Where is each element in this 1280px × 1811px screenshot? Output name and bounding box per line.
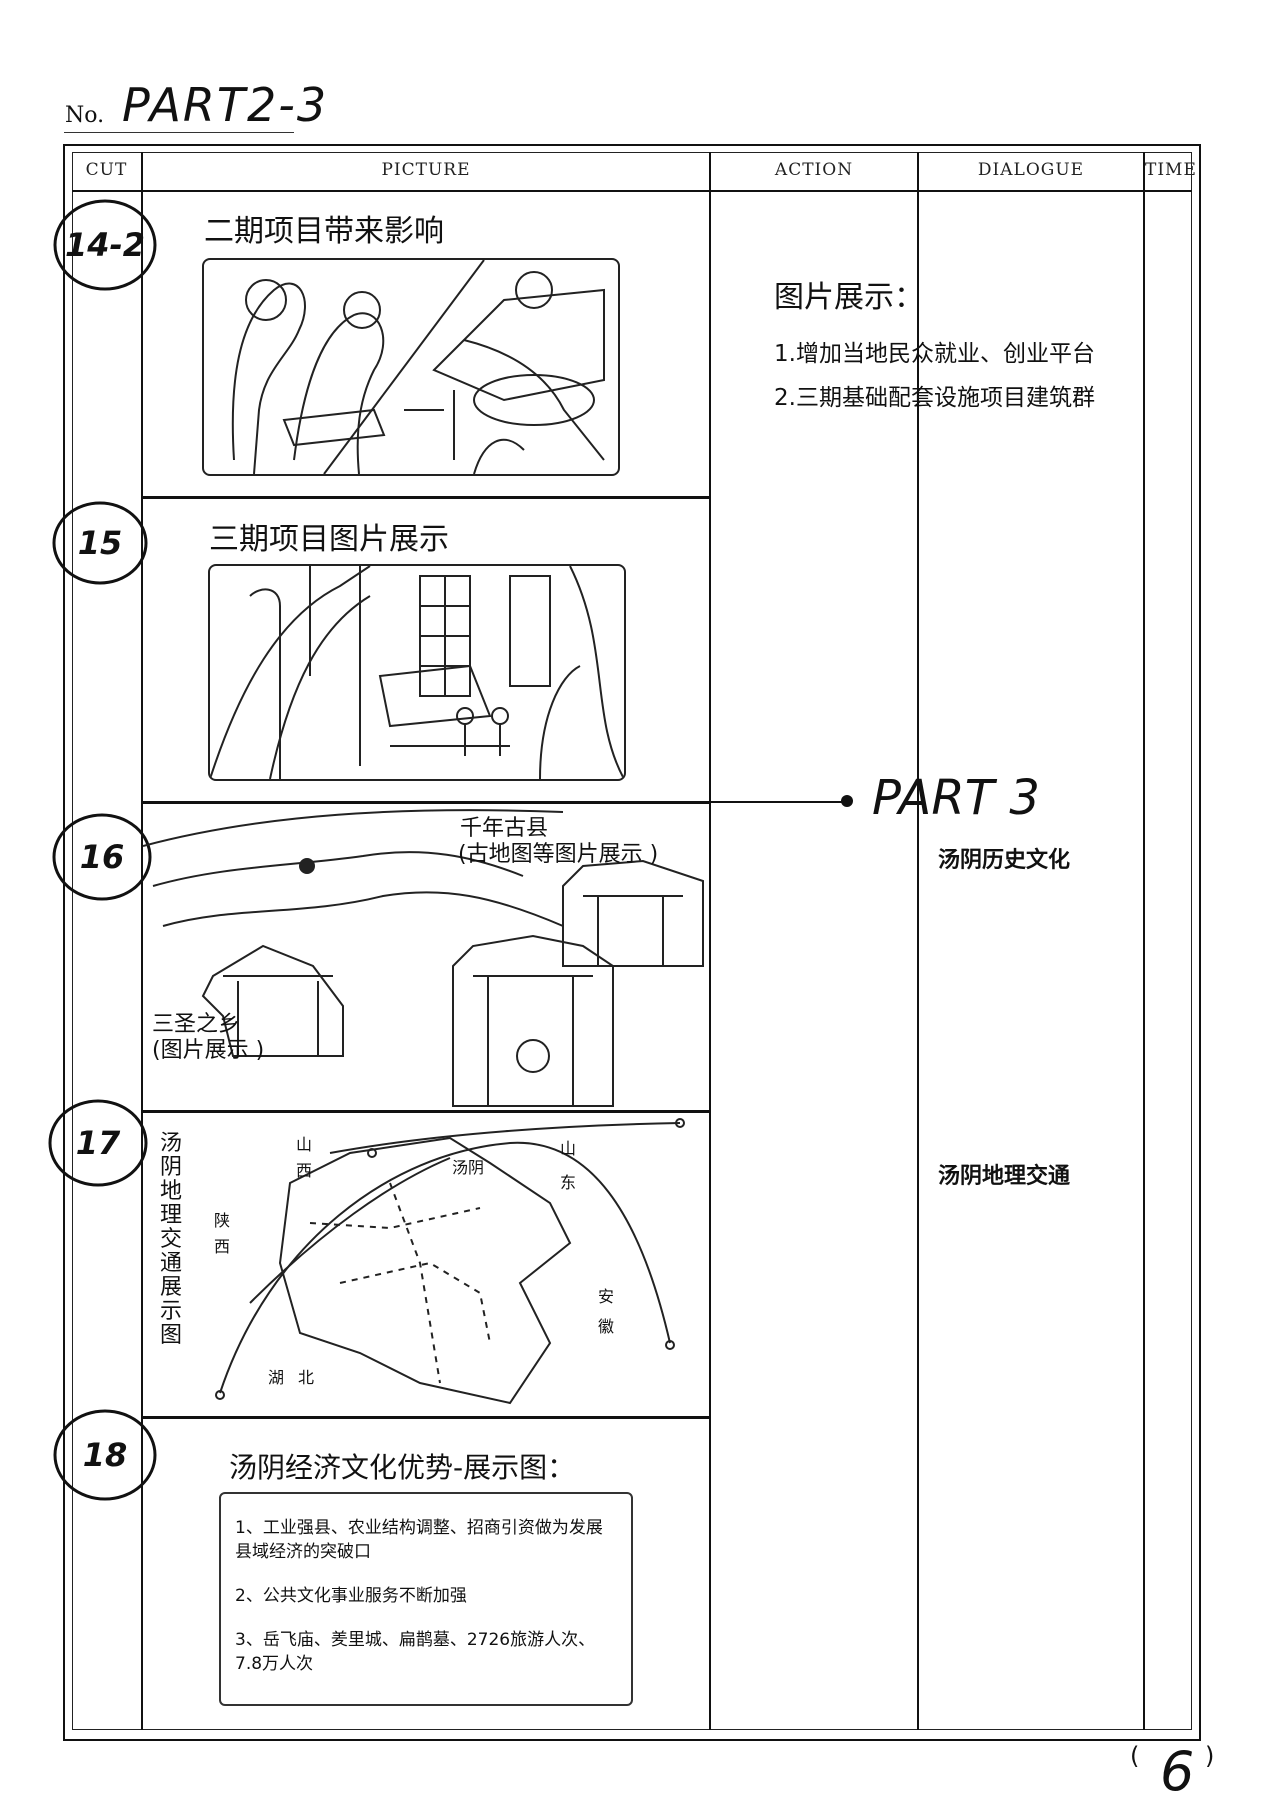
cut-16-caption-left-sub: (图片展示 ) xyxy=(152,1038,265,1063)
part-marker: PART 3 xyxy=(872,770,1040,826)
col-line-action xyxy=(917,152,919,1730)
page-number-close: ) xyxy=(1205,1742,1215,1770)
col-header-cut: CUT xyxy=(85,160,128,180)
advantage-item-2: 2、公共文化事业服务不断加强 xyxy=(235,1586,467,1606)
cut-18-title: 汤阴经济文化优势-展示图： xyxy=(229,1451,576,1484)
col-line-dialogue xyxy=(1143,152,1145,1730)
advantage-item-1: 1、工业强县、农业结构调整、招商引资做为发展县域经济的突破口 xyxy=(235,1518,603,1562)
col-line-picture xyxy=(709,152,711,1730)
action-item-2: 2.三期基础配套设施项目建筑群 xyxy=(774,385,1095,411)
cut-14-2-title: 二期项目带来影响 xyxy=(204,214,444,249)
cut-number-18: 18 xyxy=(82,1436,128,1474)
cut-17-map xyxy=(190,1113,709,1415)
no-label: No. xyxy=(65,103,105,128)
map-label-tangyin: 汤阴 xyxy=(452,1158,485,1177)
part-marker-line xyxy=(709,801,845,803)
part-marker-dot xyxy=(841,795,853,807)
cut-number-14-2: 14-2 xyxy=(64,226,146,264)
row-sep-1 xyxy=(141,496,711,499)
row-sep-4 xyxy=(141,1416,711,1419)
page-number: 6 xyxy=(1160,1740,1195,1803)
action-heading: 图片展示： xyxy=(774,280,924,315)
map-label-shaanxi: 陕西 xyxy=(214,1211,231,1256)
cut-16-caption-left: 三圣之乡 xyxy=(152,1012,241,1037)
header-underline xyxy=(64,132,294,133)
storyboard-frame-inner xyxy=(72,152,1192,1730)
dialogue-cut-16: 汤阴历史文化 xyxy=(938,848,1071,873)
map-label-shanxi: 山西 xyxy=(296,1135,313,1180)
cut-14-2-sketch xyxy=(202,258,620,476)
row-sep-3 xyxy=(141,1110,711,1113)
cut-number-16: 16 xyxy=(79,838,125,876)
col-header-dialogue: DIALOGUE xyxy=(977,160,1085,180)
col-line-cut xyxy=(141,152,143,1730)
map-label-shandong: 山东 xyxy=(560,1139,577,1192)
storyboard-frame xyxy=(63,144,1201,1741)
cut-15-title: 三期项目图片展示 xyxy=(209,522,449,557)
map-label-hubei: 湖北 xyxy=(268,1368,329,1387)
cut-15-sketch xyxy=(208,564,626,781)
cut-number-15: 15 xyxy=(77,524,123,562)
cut-17-vertical-label: 汤阴地理交通展示图 xyxy=(159,1131,182,1348)
cut-16-caption-top: 千年古县 xyxy=(460,816,549,841)
cut-18-advantages-box: 1、工业强县、农业结构调整、招商引资做为发展县域经济的突破口 2、公共文化事业服… xyxy=(219,1492,633,1706)
cut-16-sketch xyxy=(142,806,709,1109)
page-number-open: ( xyxy=(1130,1742,1140,1770)
dialogue-cut-17: 汤阴地理交通 xyxy=(938,1164,1071,1189)
col-header-picture: PICTURE xyxy=(381,160,471,180)
sheet-id: PART2-3 xyxy=(122,78,329,132)
cut-number-17: 17 xyxy=(75,1124,121,1162)
advantage-item-3: 3、岳飞庙、羑里城、扁鹊墓、2726旅游人次、7.8万人次 xyxy=(235,1630,596,1674)
action-item-1: 1.增加当地民众就业、创业平台 xyxy=(774,341,1095,367)
cut-16-caption-top-sub: (古地图等图片展示 ) xyxy=(458,842,659,867)
col-header-action: ACTION xyxy=(774,160,854,180)
header-row-line xyxy=(72,190,1192,192)
cut-circles xyxy=(48,199,157,1501)
row-sep-2 xyxy=(141,801,711,804)
map-label-anhui: 安徽 xyxy=(598,1287,615,1336)
col-header-time: TIME xyxy=(1145,160,1197,180)
